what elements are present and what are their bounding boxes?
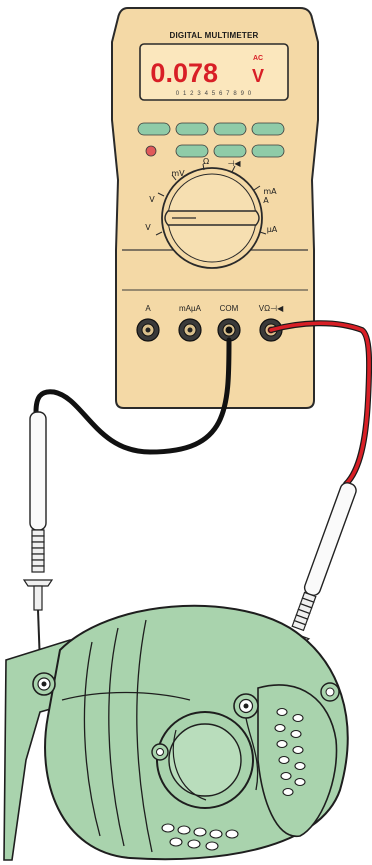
meter-button-7[interactable]	[252, 145, 284, 157]
dial-label-mv: mV	[171, 169, 185, 178]
jack-label-ma-ua: mAµA	[179, 304, 202, 313]
meter-button-1[interactable]	[138, 123, 170, 135]
display-mode: AC	[253, 55, 263, 62]
dial-label-v-dc: V	[149, 195, 155, 204]
display-unit: V	[252, 66, 264, 86]
display-reading: 0.078	[150, 58, 218, 88]
jack-label-v-ohm: VΩ⊣◀	[259, 304, 284, 313]
meter-button-3[interactable]	[214, 123, 246, 135]
display-bargraph-scale: 0 1 2 3 4 5 6 7 8 9 0	[176, 91, 252, 97]
dial-label-ma: mA	[263, 187, 277, 196]
meter-button-6[interactable]	[214, 145, 246, 157]
dial-label-ua: µA	[267, 225, 278, 234]
black-probe[interactable]	[24, 412, 52, 664]
lower-bolt	[152, 744, 168, 760]
dial-label-v-ac: V	[145, 223, 151, 232]
multimeter: DIGITAL MULTIMETER 0.078 V AC 0 1 2 3 4 …	[112, 8, 318, 408]
power-button[interactable]	[146, 146, 156, 156]
output-terminal[interactable]	[234, 694, 258, 718]
dial-label-a: A	[263, 196, 269, 205]
meter-button-5[interactable]	[176, 145, 208, 157]
meter-brand: DIGITAL MULTIMETER	[170, 31, 259, 40]
meter-button-2[interactable]	[176, 123, 208, 135]
jack-label-a: A	[145, 304, 151, 313]
jack-label-com: COM	[220, 304, 239, 313]
alternator	[4, 606, 348, 860]
side-bolt	[321, 683, 339, 701]
dial-label-diode: ⊣◀	[227, 159, 241, 168]
ground-terminal[interactable]	[33, 673, 55, 695]
meter-button-4[interactable]	[252, 123, 284, 135]
dial-label-ohm: Ω	[203, 157, 209, 166]
